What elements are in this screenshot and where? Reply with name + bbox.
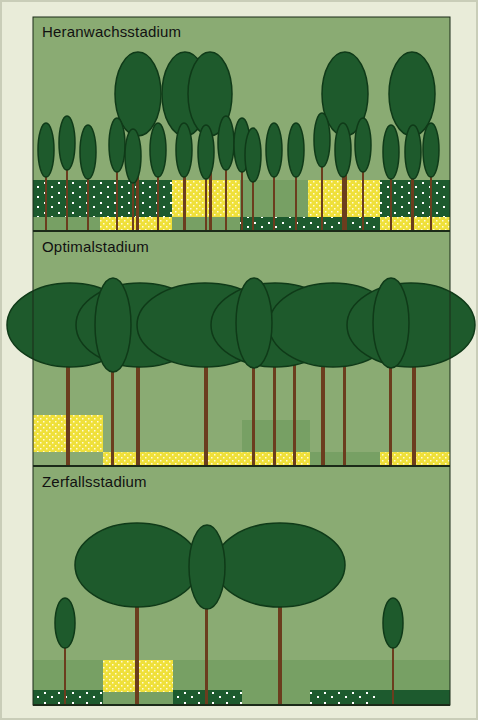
illustration-part [33,17,450,705]
illustration-part [314,113,330,167]
illustration-part [380,690,450,705]
illustration-part [392,640,394,705]
illustration-part [383,598,403,648]
illustration-part [80,125,96,179]
illustration-part [33,232,450,465]
undergrowth [33,415,450,465]
illustration-part [66,165,68,230]
illustration-part [109,118,125,172]
panel-heading: Optimalstadium [33,232,149,255]
illustration-part [236,278,272,368]
illustration-part [33,465,450,467]
illustration-part [66,355,70,465]
illustration-part [278,595,282,705]
illustration-part [103,452,242,465]
illustration-part [373,278,409,368]
illustration-part [33,704,450,706]
tree-trunks [66,355,416,465]
illustration-part [33,17,450,230]
illustration-part [189,525,225,609]
illustration-part [198,125,214,179]
illustration-part [218,116,234,170]
illustration-part [33,230,450,232]
illustration-part [335,123,351,177]
stage-panel: Zerfallsstadium [33,467,450,497]
illustration-part [321,165,323,230]
undergrowth [33,660,450,705]
illustration-part [150,123,166,177]
tree-trunks [64,595,394,705]
stage-panel: Optimalstadium [33,232,450,262]
illustration-part [241,165,243,230]
panel-heading: Heranwachsstadium [33,17,181,40]
illustration-part [116,165,118,230]
panel-heading: Zerfallsstadium [33,467,147,490]
illustration-part [266,123,282,177]
illustration-part [38,123,54,177]
illustration-part [95,278,131,372]
illustration-part [423,123,439,177]
illustration-part [183,170,185,230]
illustration-part [157,170,159,230]
illustration-part [215,523,345,607]
illustration-part [225,165,227,230]
illustration-part [405,125,421,179]
stage-panel: Heranwachsstadium [33,17,450,47]
illustration-part [389,52,435,136]
tree-crowns [7,278,475,372]
illustration-part [135,595,139,705]
illustration-part [245,128,261,182]
illustration-part [310,690,380,705]
illustration-part [295,170,297,230]
illustration-part [343,355,346,465]
illustration-part [55,598,75,648]
illustration-part [362,165,364,230]
illustration-part [293,355,296,465]
illustration-part [389,355,392,465]
illustration-part [355,118,371,172]
illustration-part [205,595,208,705]
illustration-part [33,660,450,705]
illustration-part [45,170,47,230]
illustration-part [288,123,304,177]
illustration-part [176,123,192,177]
illustration-part [33,467,450,705]
illustration-part [204,355,208,465]
illustration-part [136,355,140,465]
illustration-part [33,180,172,217]
illustration-part [273,170,275,230]
illustration-part [273,355,276,465]
illustration-part [321,355,325,465]
illustration-part [347,283,475,367]
illustration-part [75,523,199,607]
illustration-part [383,125,399,179]
illustration-part [412,355,416,465]
illustration-part [252,355,255,465]
illustration-part [33,690,103,705]
tree-crowns [55,523,403,648]
illustration-part [342,170,344,230]
panel-borders [33,17,450,705]
tree-crowns [38,52,439,183]
illustration-part [59,116,75,170]
illustration-part [252,175,254,230]
illustration-part [125,129,141,183]
illustration-part [64,640,66,705]
